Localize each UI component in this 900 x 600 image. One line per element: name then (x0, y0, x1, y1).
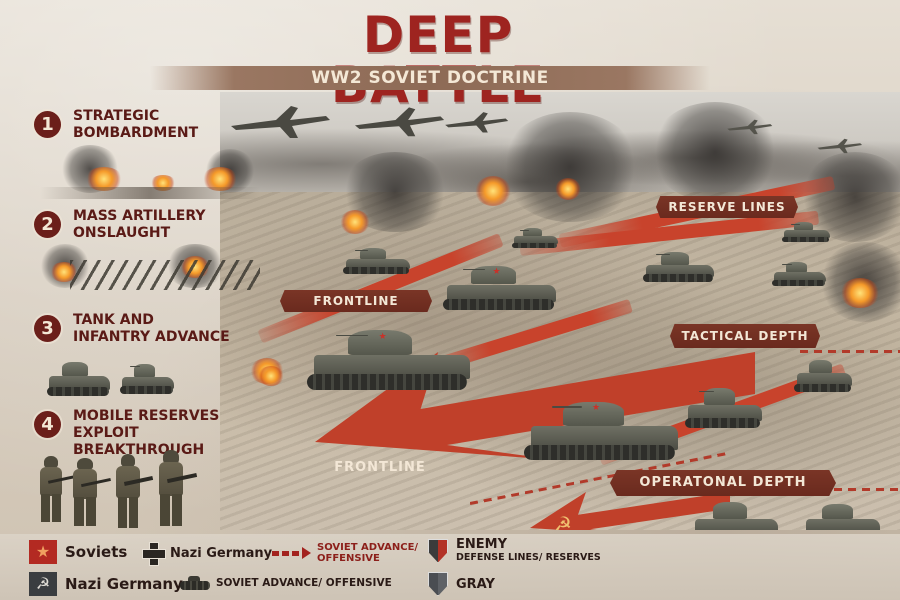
step-label-line1: TANK AND (73, 312, 154, 328)
red-star-icon: ★ (591, 403, 601, 414)
label-frontline-lower-text: FRONTLINE (334, 460, 426, 475)
legend-nazi-germany: ☭ Nazi Germany (29, 572, 183, 596)
step-2: 2 MASS ARTILLERY ONSLAUGHT (34, 208, 273, 242)
red-star-flag-icon: ★ (29, 540, 57, 564)
hammer-sickle-icon: ☭ (554, 512, 572, 530)
legend-label: GRAY (456, 576, 495, 592)
dashed-arrow-icon (272, 547, 311, 559)
enemy-shield-icon (428, 538, 448, 563)
label-frontline-lower: FRONTLINE (320, 456, 440, 480)
legend-label: SOVIET ADVANCE/ OFFENSIVE (317, 542, 418, 564)
label-reserve-lines: RESERVE LINES (656, 196, 798, 218)
explosion-fire (840, 278, 880, 308)
legend-soviets: ★ Soviets (29, 540, 127, 564)
step-label-line1: MOBILE RESERVES (73, 408, 220, 424)
legend-label: Nazi Germany (170, 545, 273, 561)
bomber-plane-icon (226, 100, 336, 140)
smoke-cloud (800, 152, 900, 242)
iron-cross-icon (142, 542, 166, 566)
dashed-defense-line (800, 350, 900, 353)
legend-soviet-advance-arrow: SOVIET ADVANCE/ OFFENSIVE (272, 542, 418, 564)
soviet-tank: ★ (300, 330, 470, 390)
soldier-figure (152, 450, 198, 526)
smoke-cloud (650, 102, 780, 202)
tank (770, 262, 826, 286)
red-star-icon: ★ (378, 331, 387, 342)
step-number-badge: 3 (34, 315, 61, 342)
legend-nazi-cross: Nazi Germany (142, 542, 273, 566)
artillery-illustration (30, 244, 260, 304)
step-3: 3 TANK AND INFANTRY ADVANCE (34, 312, 273, 346)
soldier-figure (34, 456, 75, 522)
soviet-tank: ★ (438, 266, 556, 310)
star-glyph: ★ (35, 542, 51, 561)
artillery-guns (70, 260, 260, 290)
bomber-plane-icon (725, 116, 775, 136)
step-label-line2: ONSLAUGHT (73, 225, 171, 241)
step-label-line2: BOMBARDMENT (73, 125, 199, 141)
step-1: 1 STRATEGIC BOMBARDMENT (34, 108, 273, 142)
tank (118, 364, 174, 394)
tank (640, 252, 714, 282)
hammer-sickle-glyph: ☭ (35, 574, 51, 593)
bomber-plane-icon (815, 136, 865, 154)
tank (44, 362, 110, 396)
halftrack (688, 502, 778, 530)
legend-label-line2: OFFENSIVE (317, 553, 380, 564)
step-label: TANK AND INFANTRY ADVANCE (73, 312, 273, 346)
legend-enemy: ENEMY DEFENSE LINES/ RESERVES (428, 538, 601, 563)
soldiers-illustration (30, 450, 260, 530)
explosion-fire (258, 366, 284, 386)
gray-shield-icon (428, 572, 448, 596)
step-label-line1: STRATEGIC (73, 108, 160, 124)
subtitle-bar: WW2 SOVIET DOCTRINE (150, 66, 710, 90)
dashed-defense-line (820, 488, 900, 491)
tank (510, 228, 558, 248)
rubble (40, 187, 260, 199)
legend-label-line1: SOVIET ADVANCE/ (317, 542, 419, 553)
step-label-line1: MASS ARTILLERY (73, 208, 206, 224)
legend-enemy-sub: DEFENSE LINES/ RESERVES (456, 552, 601, 563)
halftrack (682, 388, 762, 428)
explosion-fire (340, 210, 370, 234)
soviet-tank: ★ (518, 402, 678, 460)
legend-soviet-advance-tank: SOVIET ADVANCE/ OFFENSIVE (180, 576, 392, 590)
legend-enemy-title: ENEMY (456, 537, 507, 552)
bomber-plane-icon (442, 108, 512, 134)
red-star-icon: ★ (492, 266, 501, 277)
smoke-cloud (500, 112, 640, 222)
tank (780, 222, 830, 242)
halftrack (792, 360, 852, 392)
soldier-figure (66, 458, 112, 526)
page-subtitle: WW2 SOVIET DOCTRINE (311, 68, 549, 88)
label-tactical-depth: TACTICAL DEPTH (670, 324, 820, 348)
legend-label: SOVIET ADVANCE/ OFFENSIVE (216, 576, 392, 589)
bombardment-illustration (30, 145, 260, 205)
legend-label: Soviets (65, 543, 128, 561)
battlefield-illustration: ☭ ★ ★ ★ RESERVE LINES FRONTLINE TACTICAL… (220, 92, 900, 530)
step-number-badge: 2 (34, 211, 61, 238)
step-number-badge: 1 (34, 111, 61, 138)
step-label: MASS ARTILLERY ONSLAUGHT (73, 208, 273, 242)
label-frontline-upper: FRONTLINE (280, 290, 432, 312)
bomber-plane-icon (350, 102, 450, 138)
page-title: DEEP BATTLE (331, 6, 544, 110)
hammer-sickle-flag-icon: ☭ (29, 572, 57, 596)
step-label: STRATEGIC BOMBARDMENT (73, 108, 273, 142)
legend-gray: GRAY (428, 572, 495, 596)
label-operational-depth: OPERATONAL DEPTH (610, 470, 836, 496)
tank-icon (180, 576, 210, 590)
explosion-fire (475, 176, 511, 206)
tank (340, 248, 410, 274)
halftrack (800, 504, 880, 530)
explosion-fire (555, 178, 581, 200)
soldier-figure (110, 454, 154, 528)
step-number-badge: 4 (34, 411, 61, 438)
legend-label: Nazi Germany (65, 575, 183, 593)
legend-label: ENEMY DEFENSE LINES/ RESERVES (456, 537, 601, 564)
legend: ★ Soviets Nazi Germany SOVIET ADVANCE/ O… (0, 534, 900, 600)
tank-infantry-illustration (30, 352, 284, 412)
step-label-line2: INFANTRY ADVANCE (73, 329, 230, 345)
